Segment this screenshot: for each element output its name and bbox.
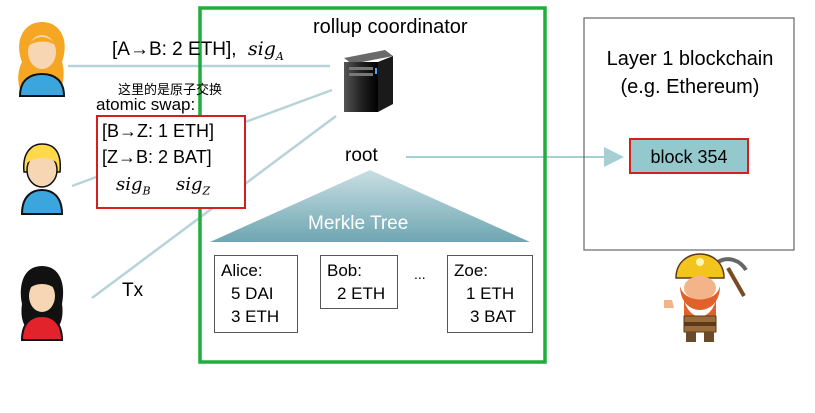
layer1-subtitle: (e.g. Ethereum) [620, 76, 760, 98]
alice-tx-text: [A→B: 2 ETH], [112, 39, 237, 60]
atomic-swap-box: [B→Z: 1 ETH] [Z→B: 2 BAT] sigB sigZ [96, 115, 246, 209]
alice-user-icon [18, 22, 66, 97]
swap-signature-b: sigB [116, 174, 151, 198]
swap-line-2: [Z→B: 2 BAT] [102, 147, 212, 167]
merkle-tree-shape [210, 170, 530, 242]
layer1-box [583, 17, 795, 251]
account-bob: Bob: 2 ETH [320, 255, 398, 309]
account-balance: 3 ETH [231, 307, 280, 326]
dwarf-miner-icon [664, 253, 748, 342]
alice-signature: sigA [247, 38, 284, 63]
layer1-title: Layer 1 blockchain [606, 48, 774, 70]
account-name: Bob: [327, 261, 362, 280]
bob-user-icon [20, 143, 64, 215]
account-balance: 1 ETH [466, 284, 515, 303]
coordinator-title: rollup coordinator [313, 16, 468, 38]
zoe-user-icon [20, 266, 64, 341]
atomic-swap-title: atomic swap: [96, 95, 196, 114]
ellipsis: ... [414, 266, 426, 282]
account-alice: Alice: 5 DAI 3 ETH [214, 255, 298, 333]
block-label: block 354 [650, 147, 728, 167]
alice-tx-label: [A→B: 2 ETH], sigA [112, 38, 284, 63]
account-balance: 3 BAT [470, 307, 516, 326]
swap-signature-z: sigZ [176, 174, 211, 198]
root-label: root [345, 145, 378, 166]
swap-line-1: [B→Z: 1 ETH] [102, 121, 215, 141]
block-box: block 354 [629, 138, 749, 174]
account-zoe: Zoe: 1 ETH 3 BAT [447, 255, 533, 333]
merkle-tree-label: Merkle Tree [308, 213, 409, 234]
account-balance: 5 DAI [231, 284, 274, 303]
chinese-note: 这里的是原子交换 [118, 83, 223, 98]
tx-label: Tx [122, 280, 144, 301]
account-name: Alice: [221, 261, 263, 280]
account-balance: 2 ETH [337, 284, 386, 303]
server-icon [344, 50, 393, 112]
account-name: Zoe: [454, 261, 489, 280]
